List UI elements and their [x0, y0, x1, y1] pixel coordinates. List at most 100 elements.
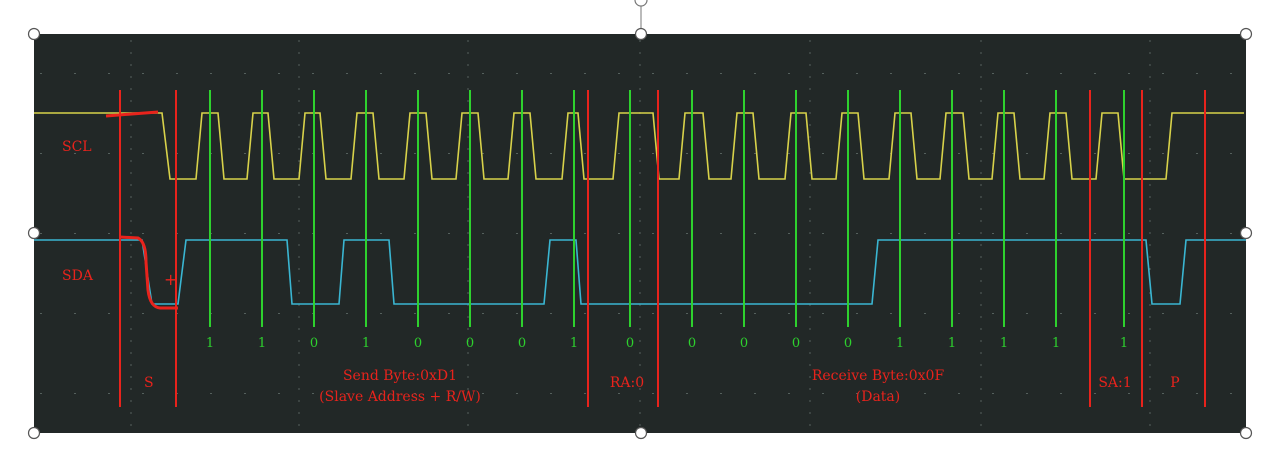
grid-dot: [550, 313, 552, 314]
grid-dot: [809, 340, 811, 342]
grid-dot: [652, 153, 654, 154]
grid-dot: [130, 52, 132, 54]
grid-dot: [980, 220, 982, 222]
grid-dot: [142, 233, 144, 234]
grid-dot: [448, 73, 450, 74]
grid-dot: [1149, 340, 1151, 342]
grid-dot: [1149, 388, 1151, 390]
grid-dot: [346, 393, 348, 394]
grid-dot: [924, 393, 926, 394]
grid-dot: [652, 393, 654, 394]
grid-dot: [130, 172, 132, 174]
grid-dot: [809, 316, 811, 318]
grid-dot: [346, 313, 348, 314]
resize-handle[interactable]: [27, 226, 41, 240]
grid-dot: [618, 73, 620, 74]
grid-dot: [467, 40, 469, 42]
grid-dot: [130, 400, 132, 402]
grid-dot: [980, 304, 982, 306]
grid-dot: [298, 232, 300, 234]
grid-dot: [298, 88, 300, 90]
grid-dot: [1196, 233, 1198, 234]
grid-dot: [890, 393, 892, 394]
grid-dot: [809, 112, 811, 114]
grid-dot: [1149, 328, 1151, 330]
grid-dot: [584, 313, 586, 314]
grid-dot: [298, 52, 300, 54]
grid-dot: [467, 184, 469, 186]
grid-dot: [346, 73, 348, 74]
grid-dot: [856, 393, 858, 394]
grid-dot: [754, 153, 756, 154]
grid-dot: [618, 393, 620, 394]
grid-dot: [809, 256, 811, 258]
grid-dot: [980, 100, 982, 102]
grid-dot: [788, 73, 790, 74]
grid-dot: [298, 100, 300, 102]
bit-value: 1: [1000, 336, 1008, 351]
grid-dot: [822, 153, 824, 154]
grid-dot: [1026, 233, 1028, 234]
grid-dot: [924, 233, 926, 234]
grid-dot: [980, 172, 982, 174]
resize-handle[interactable]: [634, 426, 648, 440]
grid-dot: [414, 233, 416, 234]
grid-dot: [1230, 73, 1232, 74]
grid-dot: [482, 313, 484, 314]
grid-dot: [298, 76, 300, 78]
grid-dot: [1094, 313, 1096, 314]
resize-handle[interactable]: [27, 426, 41, 440]
grid-dot: [467, 280, 469, 282]
grid-dot: [1128, 153, 1130, 154]
grid-dot: [516, 233, 518, 234]
grid-dot: [809, 352, 811, 354]
grid-dot: [130, 316, 132, 318]
resize-handle[interactable]: [1239, 27, 1253, 41]
grid-dot: [108, 233, 110, 234]
rotate-handle[interactable]: [634, 0, 648, 7]
grid-dot: [639, 220, 641, 222]
grid-dot: [1230, 393, 1232, 394]
resize-handle[interactable]: [27, 27, 41, 41]
grid-dot: [298, 388, 300, 390]
resize-handle[interactable]: [1239, 226, 1253, 240]
bit-value: 0: [518, 336, 526, 351]
grid-dot: [298, 376, 300, 378]
grid-dot: [686, 73, 688, 74]
grid-dot: [108, 153, 110, 154]
grid-dot: [980, 136, 982, 138]
bit-value: 1: [206, 336, 214, 351]
bit-value: 0: [310, 336, 318, 351]
grid-dot: [809, 184, 811, 186]
grid-dot: [809, 412, 811, 414]
selection-handles[interactable]: [27, 0, 1253, 440]
grid-dot: [1128, 233, 1130, 234]
grid-dot: [298, 112, 300, 114]
grid-dot: [686, 313, 688, 314]
grid-dot: [467, 400, 469, 402]
grid-dot: [639, 40, 641, 42]
grid-dot: [754, 393, 756, 394]
grid-dot: [312, 393, 314, 394]
resize-handle[interactable]: [1239, 426, 1253, 440]
grid-dot: [130, 244, 132, 246]
grid-dot: [142, 393, 144, 394]
grid-dot: [890, 233, 892, 234]
bit-value: 1: [362, 336, 370, 351]
grid-dot: [130, 280, 132, 282]
bit-sample-lines: [209, 90, 1125, 327]
grid-dot: [686, 153, 688, 154]
grid-dot: [482, 153, 484, 154]
grid-dot: [1149, 232, 1151, 234]
bit-value: 0: [740, 336, 748, 351]
grid-dot: [980, 364, 982, 366]
grid-dot: [298, 196, 300, 198]
grid-dot: [639, 160, 641, 162]
grid-dot: [467, 376, 469, 378]
bit-value: 0: [414, 336, 422, 351]
resize-handle[interactable]: [634, 27, 648, 41]
grid-dot: [550, 153, 552, 154]
grid-dot: [1026, 393, 1028, 394]
grid-dot: [584, 233, 586, 234]
